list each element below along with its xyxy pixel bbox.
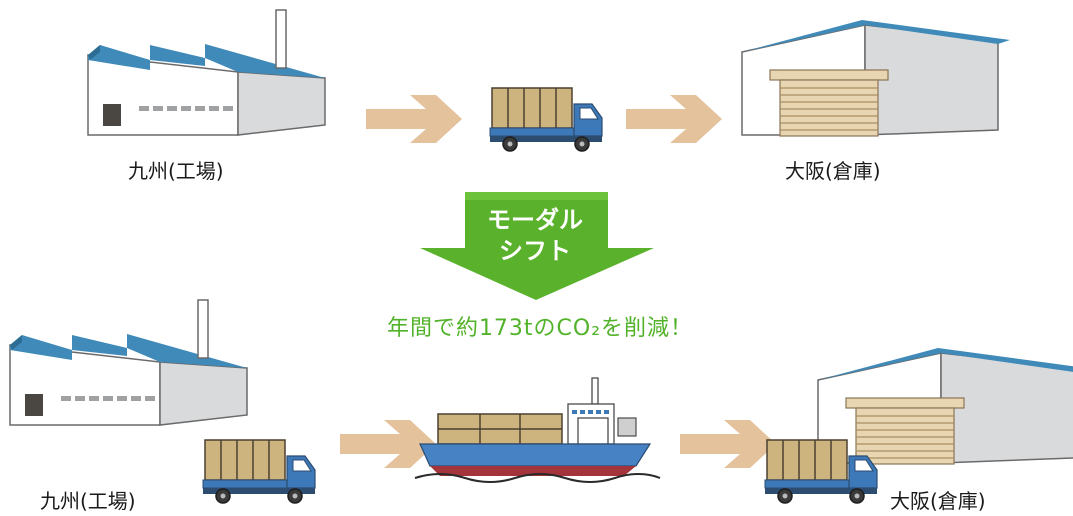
factory-icon-bottom bbox=[9, 299, 248, 426]
truck-icon-bottom-left bbox=[202, 439, 316, 504]
arrow-right-icon-bottom-2 bbox=[680, 420, 776, 468]
co2-reduction-text: 年間で約173tのCO₂を削減！ bbox=[386, 316, 694, 341]
factory-icon-top bbox=[87, 9, 326, 136]
ship-icon bbox=[414, 377, 661, 483]
origin-label-top: 九州(工場) bbox=[128, 159, 224, 183]
modal-shift-label: モーダル シフト bbox=[450, 205, 620, 267]
modal-shift-line2: シフト bbox=[499, 237, 571, 265]
destination-label-top: 大阪(倉庫) bbox=[785, 159, 881, 183]
warehouse-icon-top bbox=[741, 19, 1011, 137]
warehouse-icon-bottom bbox=[817, 347, 1073, 465]
destination-label-bottom: 大阪(倉庫) bbox=[890, 489, 986, 513]
modal-shift-line1: モーダル bbox=[487, 206, 583, 234]
origin-label-bottom: 九州(工場) bbox=[40, 489, 136, 513]
arrow-right-icon-top-2 bbox=[626, 95, 722, 143]
arrow-down-icon bbox=[420, 192, 654, 300]
truck-icon-top bbox=[489, 87, 603, 152]
arrow-right-icon-top-1 bbox=[366, 95, 462, 143]
